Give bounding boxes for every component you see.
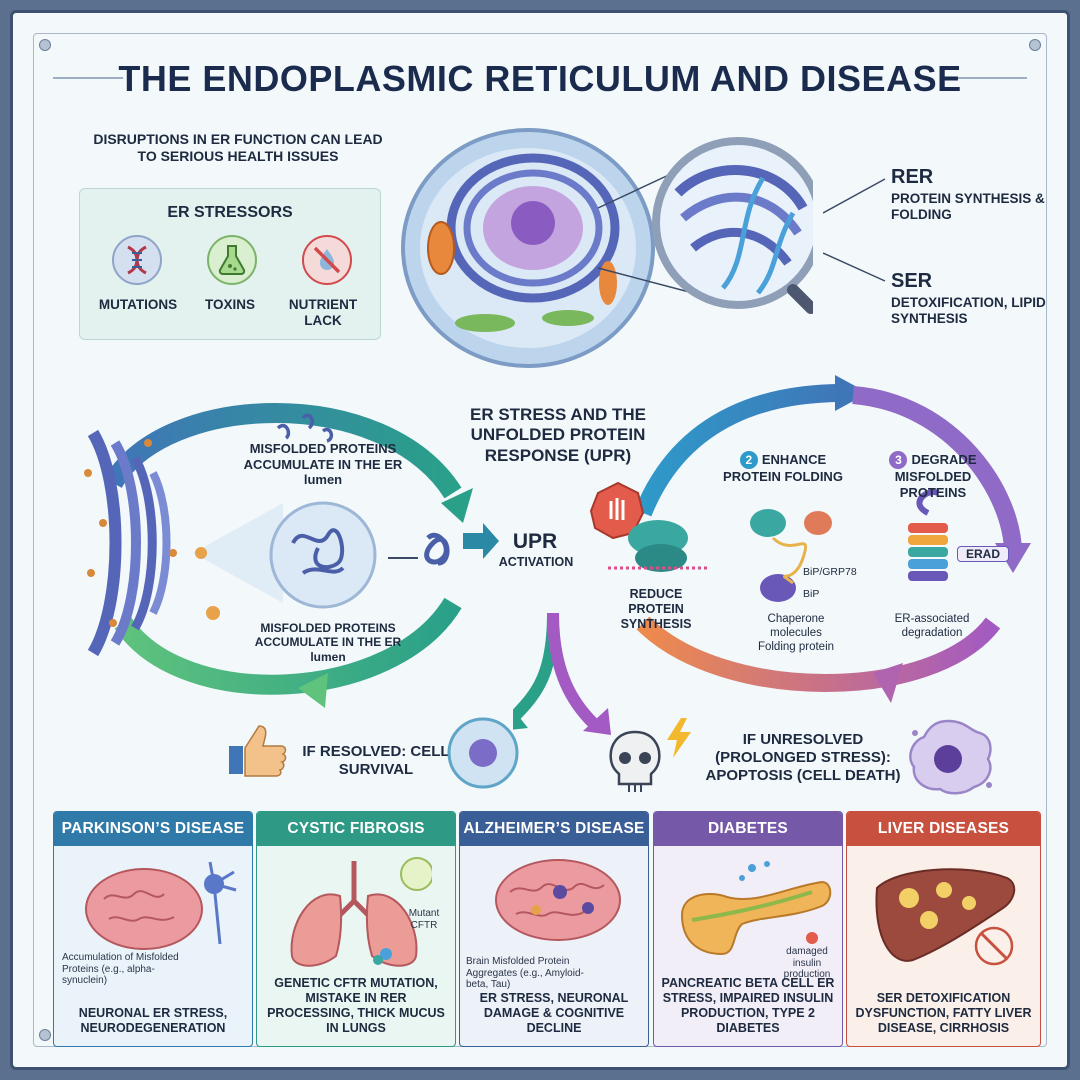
card-caption: SER DETOXIFICATION DYSFUNCTION, FATTY LI… (855, 991, 1032, 1035)
stressor-label: TOXINS (204, 297, 255, 312)
lightning-icon (667, 718, 691, 758)
erad-description: ER-associated degradation (894, 613, 970, 639)
cell-illustration (401, 128, 813, 368)
misfolded-proteins-top: MISFOLDED PROTEINS ACCUMULATE IN THE ER … (243, 441, 403, 488)
card-caption: PANCREATIC BETA CELL ER STRESS, IMPAIRED… (661, 976, 835, 1035)
card-note: Brain Misfolded Protein Aggregates (e.g.… (466, 956, 584, 990)
brain-neuron-icon (85, 861, 237, 950)
corner-rivet (39, 39, 51, 51)
card-title: DIABETES (654, 812, 842, 846)
card-title: LIVER DISEASES (847, 812, 1040, 846)
fatty-liver-icon (875, 868, 1016, 966)
card-caption: ER STRESS, NEURONAL DAMAGE & COGNITIVE D… (479, 991, 629, 1035)
card-title: PARKINSON’S DISEASE (54, 812, 252, 846)
stressor-label: MUTATIONS (98, 297, 178, 312)
upr-label: UPR (512, 530, 558, 553)
rer-label: RER (891, 166, 934, 188)
er-stress-cycle (84, 403, 473, 708)
card-note: damaged insulin production (783, 946, 831, 980)
unresolved-outcome: IF UNRESOLVED (PROLONGED STRESS): APOPTO… (705, 731, 901, 784)
upr-cycle (589, 375, 1031, 703)
pancreas-icon (680, 861, 832, 956)
title-rule (53, 77, 123, 79)
reduce-protein-synthesis: REDUCE PROTEIN SYNTHESIS (620, 587, 692, 631)
disease-card-diabetes: DIABETES damaged insulin production PANC… (653, 811, 843, 1047)
skull-icon (609, 730, 661, 792)
disease-card-cystic-fibrosis: CYSTIC FIBROSIS Mutant CFTR GENETIC CFTR… (256, 811, 456, 1047)
disease-card-alzheimers: ALZHEIMER’S DISEASE Brain Misfolded Prot… (459, 811, 649, 1047)
outcome-arrows (513, 613, 611, 735)
flask-icon (207, 235, 257, 285)
card-title: CYSTIC FIBROSIS (257, 812, 455, 846)
stressor-label: NUTRIENT LACK (288, 297, 358, 329)
er-stressors-panel: ER STRESSORS MUTATIONS TOXINS NUTRIENT L… (79, 188, 381, 340)
stressors-heading: ER STRESSORS (167, 204, 293, 221)
bip-grp78-label: BiP/GRP78 (803, 566, 857, 578)
misfolded-proteins-bottom: MISFOLDED PROTEINS ACCUMULATE IN THE ER … (254, 621, 402, 664)
card-note: Mutant CFTR (408, 908, 440, 931)
card-caption: NEURONAL ER STRESS, NEURODEGENERATION (78, 1006, 228, 1035)
card-title: ALZHEIMER’S DISEASE (460, 812, 648, 846)
corner-rivet (39, 1029, 51, 1041)
rer-description: PROTEIN SYNTHESIS & FOLDING (891, 191, 1045, 223)
step-badge: 2 (739, 451, 758, 469)
ser-description: DETOXIFICATION, LIPID SYNTHESIS (891, 295, 1046, 327)
dna-icon (112, 235, 162, 285)
brain-plaque-icon (495, 859, 621, 941)
healthy-cell-icon (447, 717, 519, 789)
corner-rivet (1029, 39, 1041, 51)
infographic-frame: THE ENDOPLASMIC RETICULUM AND DISEASE DI… (10, 10, 1070, 1070)
erad-label: ERAD (957, 546, 1009, 563)
page-title: THE ENDOPLASMIC RETICULUM AND DISEASE (118, 58, 962, 99)
upr-activation-label: ACTIVATION (498, 555, 574, 569)
thumbs-up-icon (229, 725, 287, 777)
upr-heading: ER STRESS AND THE UNFOLDED PROTEIN RESPO… (469, 405, 646, 465)
card-caption: GENETIC CFTR MUTATION, MISTAKE IN RER PR… (267, 976, 445, 1035)
disease-card-parkinsons: PARKINSON’S DISEASE Accumulation of Misf… (53, 811, 253, 1047)
organelle-pointers (823, 178, 886, 282)
subtitle: DISRUPTIONS IN ER FUNCTION CAN LEAD TO S… (93, 131, 383, 164)
ser-label: SER (891, 270, 933, 292)
lungs-icon (290, 857, 432, 967)
disease-card-liver: LIVER DISEASES SER DETOXIFICATION DYSFUN… (846, 811, 1041, 1047)
bip-label: BiP (803, 588, 820, 600)
apoptotic-cell-icon (909, 719, 992, 795)
degrade-label: DEGRADE MISFOLDED PROTEINS (894, 452, 977, 500)
step-badge: 3 (889, 451, 908, 469)
resolved-outcome: IF RESOLVED: CELL SURVIVAL (302, 743, 450, 778)
title-rule (957, 77, 1027, 79)
enhance-label: ENHANCE PROTEIN FOLDING (723, 452, 843, 484)
card-note: Accumulation of Misfolded Proteins (e.g.… (62, 952, 179, 986)
chaperone-label: Chaperone molecules Folding protein (757, 613, 835, 653)
no-nutrient-icon (302, 235, 352, 285)
arrow-icon (463, 523, 499, 559)
